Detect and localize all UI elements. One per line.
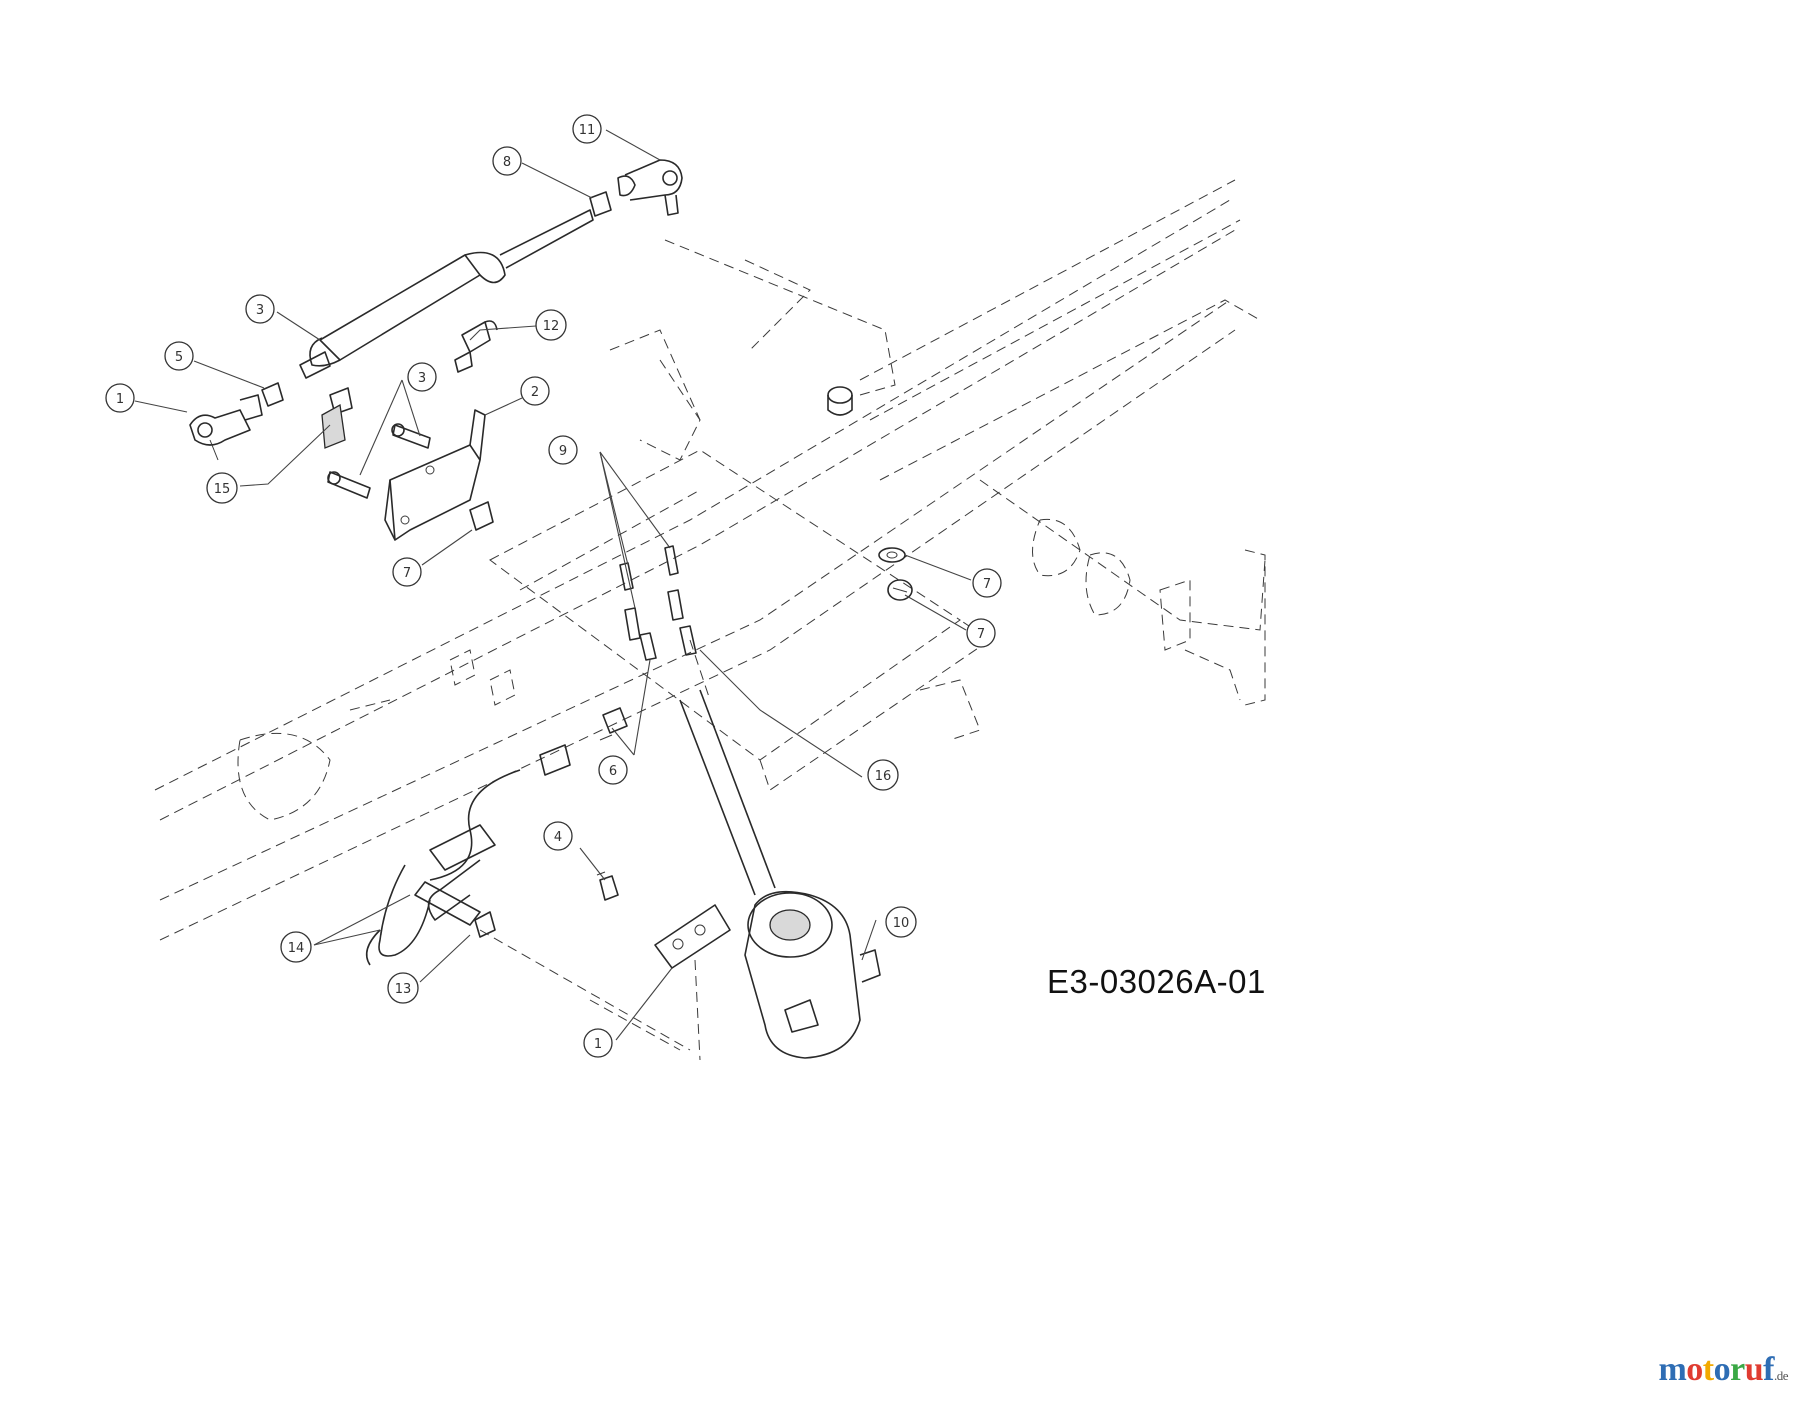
callout-part-12: 12 bbox=[535, 309, 567, 341]
callout-part-1-arm: 1 bbox=[583, 1028, 613, 1058]
watermark-logo: motoruf.de bbox=[1658, 1351, 1788, 1389]
svg-text:11: 11 bbox=[579, 123, 596, 138]
leader-lines bbox=[134, 129, 972, 1041]
hydraulic-hoses bbox=[365, 744, 571, 966]
frame-rail-front bbox=[154, 199, 1236, 941]
center-plate bbox=[489, 239, 991, 791]
callout-part-7-washer: 7 bbox=[972, 568, 1002, 598]
bolt-lower bbox=[327, 471, 371, 499]
callout-part-7-bracket: 7 bbox=[392, 557, 422, 587]
bolt-upper bbox=[391, 423, 431, 449]
callout-part-13: 13 bbox=[387, 972, 419, 1004]
svg-text:14: 14 bbox=[288, 941, 305, 956]
callout-part-4: 4 bbox=[543, 821, 573, 851]
frame-rail-rear bbox=[859, 179, 1266, 706]
steering-gearbox bbox=[744, 890, 881, 1059]
steering-arm bbox=[654, 904, 731, 1061]
svg-text:15: 15 bbox=[214, 482, 231, 497]
tie-rod-end-front bbox=[189, 394, 263, 461]
jam-nut-front bbox=[261, 382, 284, 407]
mounting-bracket bbox=[384, 409, 486, 541]
straight-fitting bbox=[321, 387, 353, 449]
svg-text:4: 4 bbox=[554, 830, 562, 845]
drawing-code: E3-03026A-01 bbox=[1047, 963, 1266, 1000]
svg-text:7: 7 bbox=[983, 577, 991, 592]
watermark-letter: u bbox=[1744, 1351, 1764, 1388]
svg-text:6: 6 bbox=[609, 764, 617, 779]
svg-text:1: 1 bbox=[116, 392, 124, 407]
svg-text:13: 13 bbox=[395, 982, 412, 997]
callout-part-5: 5 bbox=[164, 341, 194, 371]
svg-text:9: 9 bbox=[559, 444, 567, 459]
svg-text:16: 16 bbox=[875, 769, 892, 784]
flange-nut bbox=[599, 707, 628, 741]
callout-part-3-cylinder: 3 bbox=[245, 294, 275, 324]
flange-nut-bracket bbox=[469, 501, 494, 531]
svg-text:8: 8 bbox=[503, 155, 511, 170]
svg-text:7: 7 bbox=[977, 627, 985, 642]
steering-cylinder bbox=[299, 209, 594, 379]
callout-part-3-bracket: 3 bbox=[407, 362, 437, 392]
svg-text:10: 10 bbox=[893, 916, 910, 931]
svg-text:12: 12 bbox=[543, 319, 560, 334]
svg-text:3: 3 bbox=[418, 371, 426, 386]
svg-text:1: 1 bbox=[594, 1037, 602, 1052]
watermark-letter: r bbox=[1730, 1351, 1745, 1388]
svg-text:2: 2 bbox=[531, 385, 539, 400]
stud-cluster bbox=[619, 545, 697, 661]
callout-part-9: 9 bbox=[548, 435, 578, 465]
callout-part-8: 8 bbox=[492, 146, 522, 176]
callout-part-2: 2 bbox=[520, 376, 550, 406]
elbow-fitting bbox=[454, 320, 498, 373]
washer-lock bbox=[887, 579, 913, 601]
watermark-letter: f bbox=[1763, 1351, 1774, 1388]
watermark-letter: t bbox=[1702, 1351, 1714, 1388]
watermark-tld: .de bbox=[1773, 1368, 1789, 1383]
jam-nut-rear bbox=[589, 191, 612, 217]
watermark-letter: m bbox=[1658, 1351, 1687, 1388]
svg-text:5: 5 bbox=[175, 350, 183, 365]
watermark-letter: o bbox=[1713, 1351, 1731, 1388]
svg-text:3: 3 bbox=[256, 303, 264, 318]
callout-part-15: 15 bbox=[206, 472, 238, 504]
callout-part-14: 14 bbox=[280, 931, 312, 963]
washer-flat bbox=[878, 547, 906, 563]
callout-part-1-front: 1 bbox=[105, 383, 135, 413]
callout-part-6: 6 bbox=[598, 755, 628, 785]
steering-tube bbox=[414, 881, 691, 1051]
callout-part-10: 10 bbox=[885, 906, 917, 938]
callout-part-11: 11 bbox=[572, 114, 602, 144]
bolt-steering-arm bbox=[596, 871, 619, 901]
watermark-letter: o bbox=[1686, 1351, 1703, 1388]
spacer-bushing bbox=[827, 386, 853, 416]
tie-rod-end-rear bbox=[617, 159, 683, 216]
steering-shaft bbox=[679, 639, 776, 896]
callout-part-7-lock-washer: 7 bbox=[966, 618, 996, 648]
svg-text:7: 7 bbox=[403, 566, 411, 581]
callout-part-16: 16 bbox=[867, 759, 899, 791]
